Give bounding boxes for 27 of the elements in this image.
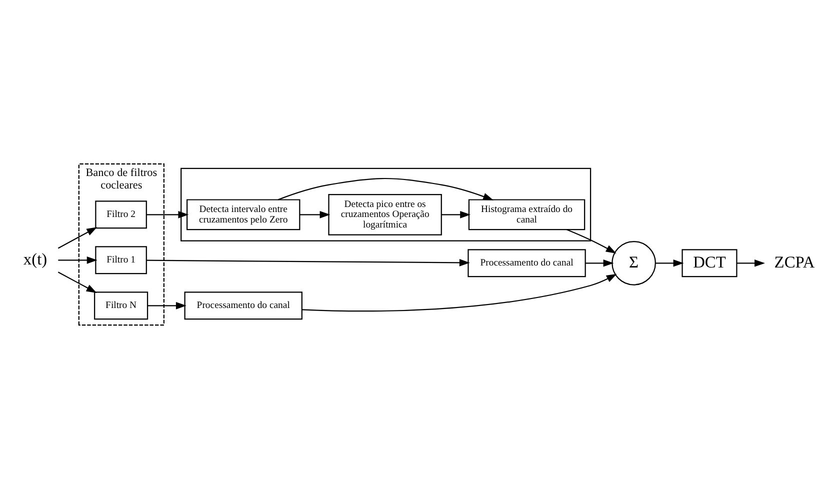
arrow [146,259,470,266]
node-box: Histograma extraído do canal [468,199,586,230]
arrow [58,272,97,293]
node-box: Processamento do canal [468,249,586,278]
arrow [566,229,616,254]
arrow [148,302,186,310]
arrow [586,259,614,267]
node-circle: Σ [612,240,656,286]
arrow [58,256,98,264]
node-box: Filtro 2 [95,200,147,229]
arrow [300,211,330,218]
arrow [278,178,494,200]
node-box: Detecta intervalo entre cruzamentos pelo Zero [186,199,300,230]
node-box: Filtro 1 [95,246,147,274]
arrow [656,259,684,267]
arrow [441,211,471,218]
arrow [302,274,617,312]
arrow [736,259,765,267]
node-box: DCT [682,249,738,278]
node-text: x(t) [23,249,48,268]
cluster [180,168,592,242]
node-box: Filtro N [94,292,148,320]
node-box: Detecta pico entre os cruzamentos Operação logarítmica [328,194,442,236]
node-text: ZCPA [774,252,815,272]
node-box: Processamento do canal [184,292,302,320]
arrow [58,227,98,249]
arrow [146,211,189,218]
